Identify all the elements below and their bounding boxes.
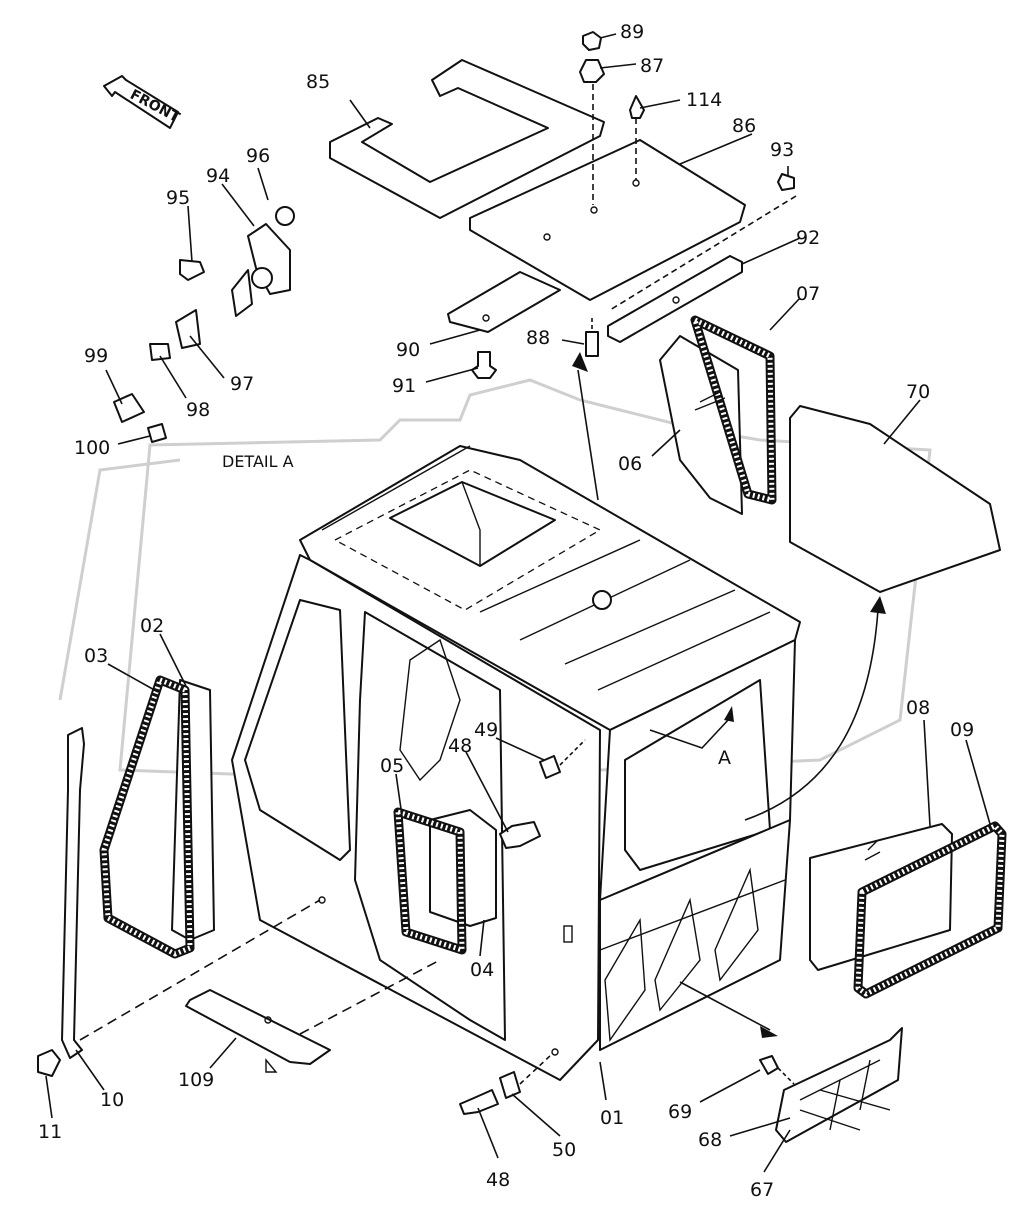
callout-11: 11 xyxy=(38,1121,62,1143)
callout-93: 93 xyxy=(770,139,794,161)
callout-91: 91 xyxy=(392,375,416,397)
callout-89: 89 xyxy=(620,21,644,43)
callout-04: 04 xyxy=(470,959,494,981)
part-48-49-upper xyxy=(499,739,586,849)
callout-70: 70 xyxy=(906,381,930,403)
part-48-50-lower xyxy=(459,1053,553,1115)
hatch-fasteners xyxy=(471,31,797,379)
callout-09: 09 xyxy=(950,719,974,741)
leader-lines xyxy=(45,33,991,1173)
part-67-68-69-grille xyxy=(759,1027,903,1143)
part-08-09-side-window xyxy=(809,821,1007,999)
callout-08: 08 xyxy=(906,697,930,719)
callout-88: 88 xyxy=(526,327,550,349)
callout-01: 01 xyxy=(600,1107,624,1129)
callout-109: 109 xyxy=(178,1069,214,1091)
part-10-handrail xyxy=(37,727,321,1077)
callout-labels: 89 87 114 85 86 93 92 07 96 94 95 90 88 … xyxy=(38,21,974,1201)
part-109-plate xyxy=(185,959,441,1073)
callout-03: 03 xyxy=(84,645,108,667)
part-86-hatch-plate xyxy=(469,139,746,301)
part-92-rail xyxy=(607,255,743,343)
part-01-cab-body xyxy=(231,445,801,1081)
callout-86: 86 xyxy=(732,115,756,137)
callout-07: 07 xyxy=(796,283,820,305)
callout-97: 97 xyxy=(230,373,254,395)
callout-94: 94 xyxy=(206,165,230,187)
callout-96: 96 xyxy=(246,145,270,167)
detail-a-hardware xyxy=(113,206,295,443)
callout-114: 114 xyxy=(686,89,722,111)
callout-69: 69 xyxy=(668,1101,692,1123)
callout-90: 90 xyxy=(396,339,420,361)
callout-50: 50 xyxy=(552,1139,576,1161)
part-70-panel xyxy=(789,405,1001,593)
part-04-05-door-window xyxy=(393,807,497,955)
front-arrow: FRONT xyxy=(103,75,182,129)
callout-99: 99 xyxy=(84,345,108,367)
callout-68: 68 xyxy=(698,1129,722,1151)
part-85-mat xyxy=(329,59,605,219)
callout-100: 100 xyxy=(74,437,110,459)
callout-95: 95 xyxy=(166,187,190,209)
part-90-bracket xyxy=(447,271,561,333)
callout-48-lower: 48 xyxy=(486,1169,510,1191)
part-06-07-rear-window xyxy=(659,315,777,515)
callout-02: 02 xyxy=(140,615,164,637)
callout-06: 06 xyxy=(618,453,642,475)
view-marker-a: A xyxy=(718,747,731,769)
detail-a-label: DETAIL A xyxy=(222,452,294,471)
callout-98: 98 xyxy=(186,399,210,421)
callout-49: 49 xyxy=(474,719,498,741)
callout-67: 67 xyxy=(750,1179,774,1201)
callout-48: 48 xyxy=(448,735,472,757)
callout-10: 10 xyxy=(100,1089,124,1111)
callout-92: 92 xyxy=(796,227,820,249)
part-02-03-left-window xyxy=(99,675,215,959)
callout-85: 85 xyxy=(306,71,330,93)
callout-05: 05 xyxy=(380,755,404,777)
movement-arrows xyxy=(572,352,886,1038)
callout-87: 87 xyxy=(640,55,664,77)
